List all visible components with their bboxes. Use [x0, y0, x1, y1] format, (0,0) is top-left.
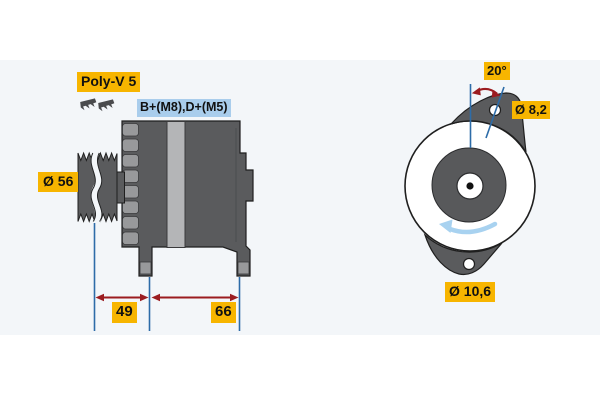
lower-mounting-hole: [462, 257, 476, 271]
belt-profile-icon: [80, 98, 115, 112]
terminal-label: B+(M8),D+(M5): [137, 99, 231, 117]
shaft-spacer: [116, 171, 125, 204]
belt-type-label: Poly-V 5: [77, 72, 141, 92]
lower-hole-diameter-label: Ø 10,6: [445, 282, 496, 302]
lower-mounting-ear: [423, 232, 503, 276]
stator-band: [166, 121, 186, 248]
dimension-arrow-49: [95, 293, 149, 302]
dimension-label-66: 66: [211, 302, 236, 323]
side-view: [77, 98, 254, 331]
shaft-center: [466, 182, 474, 190]
mount-angle-label: 20°: [484, 62, 510, 81]
upper-mounting-hole: [488, 103, 502, 117]
extension-lines: [93, 223, 241, 331]
break-line: [90, 148, 102, 227]
dimension-label-49: 49: [112, 302, 137, 323]
rotation-direction-icon: [439, 219, 498, 235]
front-view: [404, 84, 536, 276]
angle-arrow-20: [471, 87, 501, 98]
left-foot-pad: [139, 261, 152, 275]
upper-hole-diameter-label: Ø 8,2: [512, 101, 550, 120]
angle-reference-lines: [469, 84, 505, 148]
vent-slots: [122, 123, 139, 245]
alternator-housing: [121, 120, 254, 277]
dimension-arrow-66: [151, 293, 239, 302]
right-foot-pad: [237, 261, 250, 275]
pulley-diameter-label: Ø 56: [38, 172, 79, 192]
pulley: [77, 148, 118, 227]
